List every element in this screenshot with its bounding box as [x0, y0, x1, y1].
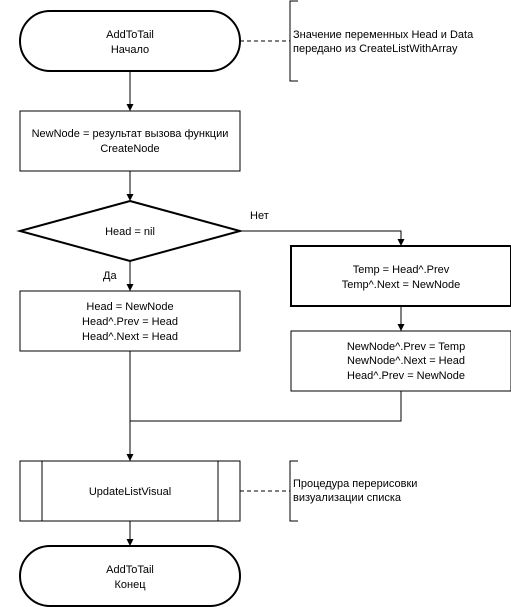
end-subtitle: Конец	[114, 579, 146, 591]
decision-yes-label: Да	[103, 270, 117, 282]
start-note-line1: Значение переменных Head и Data	[293, 29, 474, 41]
update-note-line1: Процедура перерисовки	[293, 478, 417, 490]
update-note-line2: визуализации списка	[293, 492, 402, 504]
yes-block-line1: Head = NewNode	[86, 301, 173, 313]
decision-label: Head = nil	[105, 226, 155, 238]
end-terminator: AddToTail Конец	[19, 545, 241, 607]
end-title: AddToTail	[106, 564, 154, 576]
update-label: UpdateListVisual	[89, 486, 171, 498]
no-branch-process-2: NewNode^.Prev = Temp NewNode^.Next = Hea…	[290, 330, 511, 392]
decision-no-label: Нет	[250, 210, 269, 222]
annotation-bracket	[289, 460, 298, 522]
arrow-decision-no	[240, 230, 405, 246]
start-note-line2: передано из CreateListWithArray	[293, 43, 458, 55]
decision-diamond: Head = nil	[16, 199, 244, 263]
annotation-bracket	[289, 0, 298, 82]
update-annotation: Процедура перерисовки визуализации списк…	[240, 460, 417, 522]
yes-branch-process: Head = NewNode Head^.Prev = Head Head^.N…	[19, 290, 241, 352]
start-terminator: AddToTail Начало	[19, 10, 241, 72]
start-subtitle: Начало	[111, 44, 149, 56]
no-block-1-line2: Temp^.Next = NewNode	[342, 279, 461, 291]
update-subprocess: UpdateListVisual	[19, 460, 241, 522]
yes-block-line2: Head^.Prev = Head	[82, 316, 178, 328]
no-block-1-line1: Temp = Head^.Prev	[353, 264, 450, 276]
create-node-line1: NewNode = результат вызова функции	[32, 128, 229, 140]
no-block-2-line3: Head^.Prev = NewNode	[347, 370, 465, 382]
merge-line-no-branch	[130, 391, 402, 422]
start-title: AddToTail	[106, 29, 154, 41]
no-block-2-line2: NewNode^.Next = Head	[347, 355, 465, 367]
create-node-line2: CreateNode	[100, 143, 159, 155]
start-annotation: Значение переменных Head и Data передано…	[240, 0, 474, 82]
create-node-process: NewNode = результат вызова функции Creat…	[19, 110, 241, 172]
no-branch-process-1: Temp = Head^.Prev Temp^.Next = NewNode	[290, 245, 511, 307]
yes-block-line3: Head^.Next = Head	[82, 331, 178, 343]
no-block-2-line1: NewNode^.Prev = Temp	[347, 341, 465, 353]
